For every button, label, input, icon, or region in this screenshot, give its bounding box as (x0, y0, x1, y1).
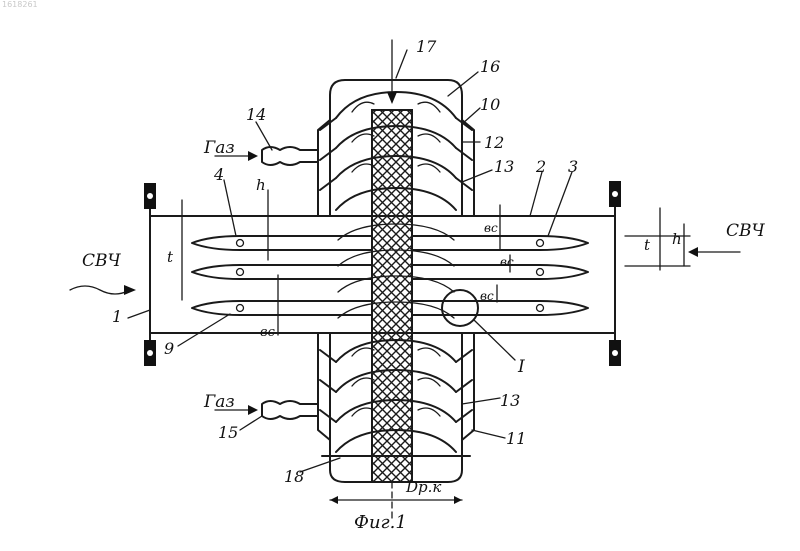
text-labels: Газ Газ СВЧ СВЧ I h t вс t h вс вс вс Dр… (82, 37, 766, 533)
callout-2: 2 (535, 157, 546, 176)
gas-label-top: Газ (203, 138, 235, 158)
microwave-label-right: СВЧ (726, 221, 766, 241)
callout-4: 4 (213, 165, 224, 184)
dim-diameter: Dр.к (405, 478, 441, 496)
callout-13-bottom: 13 (500, 391, 520, 410)
dim-bc-right-3: вс (480, 289, 494, 303)
callout-12: 12 (484, 133, 504, 152)
callout-1: 1 (112, 307, 122, 326)
callout-15: 15 (218, 423, 238, 442)
callout-11: 11 (506, 429, 526, 448)
detail-label: I (517, 357, 525, 377)
microwave-input-left (70, 285, 136, 295)
callout-18: 18 (284, 467, 304, 486)
dim-bc-right-1: вс (484, 221, 498, 235)
callout-17: 17 (416, 37, 437, 56)
callout-16: 16 (480, 57, 500, 76)
callout-10: 10 (480, 95, 500, 114)
callout-13-top: 13 (494, 157, 514, 176)
dim-h-right: h (672, 230, 682, 248)
dim-bc-right-2: вс (500, 255, 514, 269)
figure-caption: Фиг.1 (354, 512, 407, 533)
dim-h-left: h (256, 176, 266, 194)
microwave-input-right (688, 247, 740, 257)
plasma-column (372, 110, 412, 482)
gas-label-bottom: Газ (203, 392, 235, 412)
dim-t-right: t (644, 236, 651, 254)
dim-t-left: t (167, 248, 174, 266)
dim-bc-left: вс (260, 325, 276, 340)
callout-14: 14 (246, 105, 266, 124)
callout-9: 9 (164, 339, 174, 358)
callout-3: 3 (568, 157, 578, 176)
microwave-label-left: СВЧ (82, 251, 122, 271)
